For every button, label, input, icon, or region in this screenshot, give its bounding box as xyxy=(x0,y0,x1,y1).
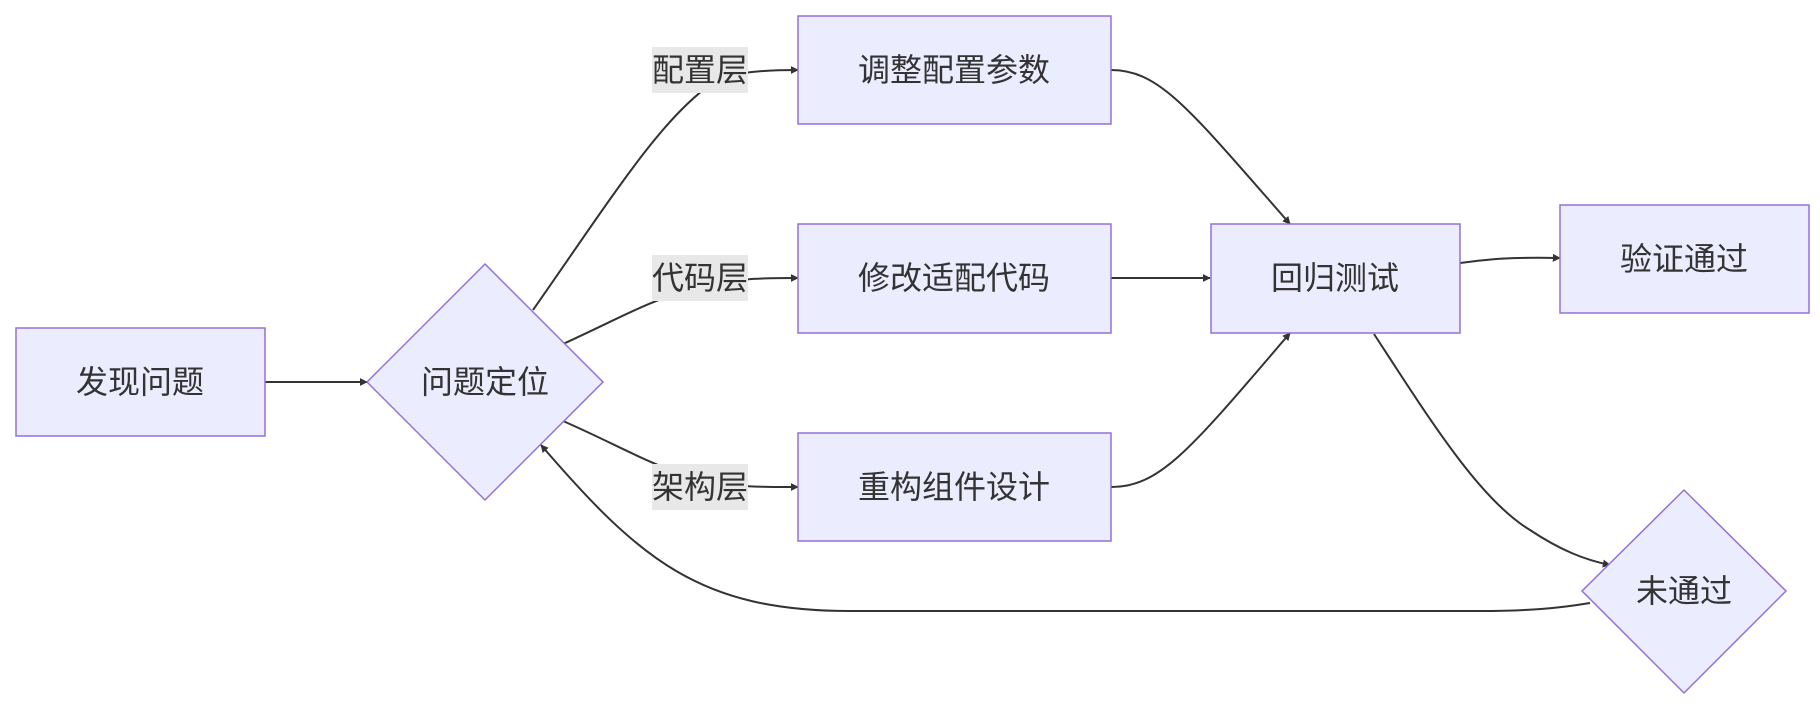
edge-label-config-layer: 配置层 xyxy=(652,47,748,93)
node-regression-test[interactable]: 回归测试 xyxy=(1210,223,1461,334)
edge-regression-to-fail xyxy=(1373,333,1611,568)
node-discover-issue[interactable]: 发现问题 xyxy=(15,327,266,437)
edge-labels: 配置层 代码层 架构层 xyxy=(652,47,748,510)
edge-regression-to-pass xyxy=(1459,253,1561,264)
nodes: 发现问题 问题定位 调整配置参数 修改适配代码 重构组件设计 回归测试 验证通过 xyxy=(15,15,1810,695)
node-verified-pass[interactable]: 验证通过 xyxy=(1559,204,1810,314)
edge-refactor-to-regression xyxy=(1110,332,1291,488)
svg-text:验证通过: 验证通过 xyxy=(1620,240,1748,278)
svg-text:代码层: 代码层 xyxy=(652,259,748,297)
svg-text:架构层: 架构层 xyxy=(652,468,748,506)
edge-label-architecture-layer: 架构层 xyxy=(652,464,748,510)
node-modify-code[interactable]: 修改适配代码 xyxy=(797,223,1112,334)
svg-text:重构组件设计: 重构组件设计 xyxy=(858,468,1050,506)
svg-text:问题定位: 问题定位 xyxy=(421,363,549,401)
edge-locate-to-config xyxy=(532,66,799,311)
svg-text:未通过: 未通过 xyxy=(1636,572,1732,610)
node-locate-issue[interactable]: 问题定位 xyxy=(365,262,605,502)
svg-text:配置层: 配置层 xyxy=(652,51,748,89)
node-adjust-config[interactable]: 调整配置参数 xyxy=(797,15,1112,125)
edges xyxy=(265,66,1611,612)
svg-text:发现问题: 发现问题 xyxy=(76,363,204,401)
edge-label-code-layer: 代码层 xyxy=(652,255,748,301)
edge-config-to-regression xyxy=(1110,69,1291,225)
node-refactor-component[interactable]: 重构组件设计 xyxy=(797,432,1112,542)
svg-text:回归测试: 回归测试 xyxy=(1271,259,1399,297)
svg-text:修改适配代码: 修改适配代码 xyxy=(858,259,1050,297)
svg-text:调整配置参数: 调整配置参数 xyxy=(858,51,1050,89)
node-not-passed[interactable]: 未通过 xyxy=(1580,488,1788,695)
edge-fail-to-locate xyxy=(540,444,1591,612)
